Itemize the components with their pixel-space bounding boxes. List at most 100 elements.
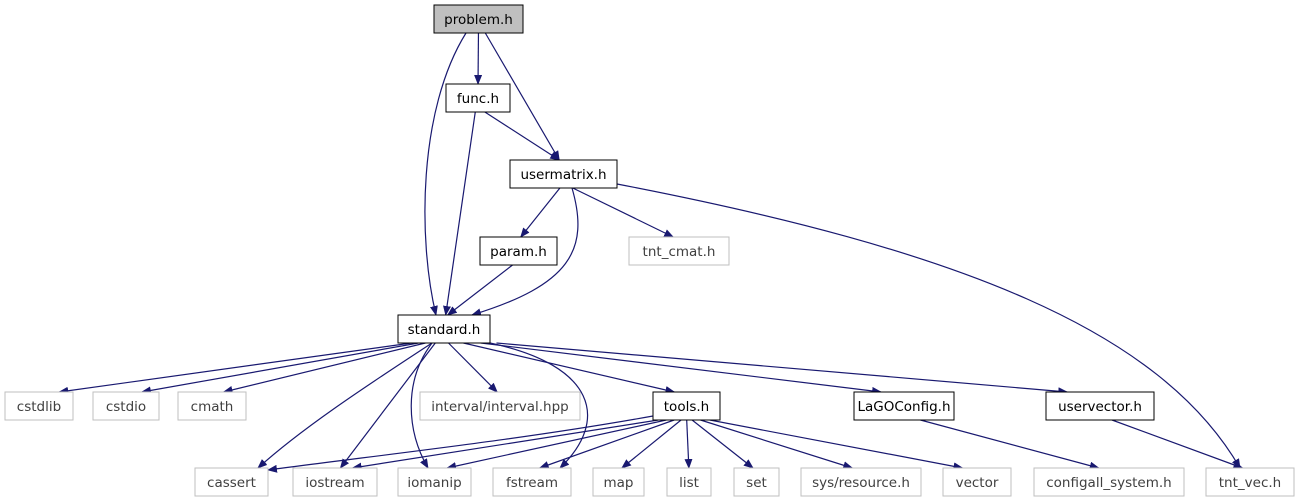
edge-standard-h-to-cstdio — [140, 342, 419, 395]
node-lagoconfig-h[interactable]: LaGOConfig.h — [853, 391, 955, 421]
edge-usermatrix-h-to-tnt-vec-h — [616, 183, 1241, 469]
edge-standard-h-to-uservector-h — [496, 342, 1069, 396]
node-iomanip: iomanip — [397, 467, 472, 497]
node-label: param.h — [490, 244, 547, 260]
node-box — [652, 391, 721, 421]
edge-standard-h-to-lagoconfig-h — [480, 342, 882, 395]
node-label: interval/interval.hpp — [431, 399, 568, 415]
edge-problem-h-to-standard-h — [424, 32, 467, 316]
node-box — [1033, 467, 1185, 497]
node-box — [433, 4, 524, 34]
node-vector: vector — [942, 467, 1012, 497]
edge-tools-h-to-set — [691, 419, 754, 469]
node-box — [397, 467, 472, 497]
node-list: list — [666, 467, 712, 497]
edge-tools-h-to-cassert — [267, 415, 654, 473]
node-box — [666, 467, 712, 497]
edge-tools-h-to-iostream — [351, 419, 659, 471]
edge-func-h-to-standard-h — [443, 111, 476, 316]
node-uservector-h[interactable]: uservector.h — [1045, 391, 1155, 421]
edge-standard-h-to-cstdlib — [58, 342, 412, 395]
node-box — [177, 391, 247, 421]
node-box — [479, 236, 558, 266]
edge-lagoconfig-h-to-configall-system-h — [920, 419, 1100, 470]
edge-standard-h-to-cmath — [222, 342, 426, 394]
node-iostream: iostream — [292, 467, 378, 497]
edge-tools-h-to-iomanip — [446, 419, 667, 470]
node-label: iomanip — [407, 475, 461, 491]
node-box — [733, 467, 780, 497]
node-label: cassert — [207, 475, 256, 491]
node-box — [800, 467, 922, 497]
node-label: iostream — [305, 475, 364, 491]
node-label: usermatrix.h — [520, 167, 606, 183]
node-box — [628, 236, 730, 266]
node-box — [92, 391, 160, 421]
node-problem-h[interactable]: problem.h — [433, 4, 524, 34]
edge-tools-h-to-map — [621, 419, 682, 469]
node-cmath: cmath — [177, 391, 247, 421]
edge-usermatrix-h-to-standard-h — [471, 187, 579, 317]
node-label: tnt_vec.h — [1219, 475, 1281, 491]
node-label: cstdio — [106, 399, 146, 415]
edge-standard-h-to-iomanip — [410, 342, 433, 469]
node-label: list — [679, 475, 699, 491]
node-cassert: cassert — [194, 467, 269, 497]
edge-problem-h-to-usermatrix-h — [484, 32, 560, 161]
node-standard-h[interactable]: standard.h — [397, 314, 491, 344]
node-box — [445, 83, 511, 113]
node-box — [592, 467, 645, 497]
node-tnt-vec-h: tnt_vec.h — [1205, 467, 1295, 497]
node-sys-resource-h: sys/resource.h — [800, 467, 922, 497]
edge-standard-h-to-tools-h — [463, 342, 676, 394]
edge-tools-h-to-vector — [709, 419, 964, 471]
edge-tools-h-to-list — [684, 419, 693, 469]
node-label: uservector.h — [1058, 399, 1142, 415]
edge-tools-h-to-sys-resource-h — [700, 419, 854, 470]
edge-standard-h-to-fstream — [489, 342, 589, 469]
node-tnt-cmat-h: tnt_cmat.h — [628, 236, 730, 266]
node-label: vector — [956, 475, 999, 491]
node-box — [4, 391, 74, 421]
node-box — [492, 467, 572, 497]
edge-func-h-to-usermatrix-h — [484, 111, 561, 161]
node-label: problem.h — [444, 12, 513, 28]
nodes-layer: problem.h func.h usermatrix.h param.h tnt_cm… — [4, 4, 1295, 497]
node-label: configall_system.h — [1046, 475, 1172, 491]
node-box — [397, 314, 491, 344]
edge-usermatrix-h-to-tnt-cmat-h — [572, 187, 675, 238]
node-box — [509, 159, 618, 189]
node-box — [853, 391, 955, 421]
edges-layer — [58, 32, 1244, 473]
node-func-h[interactable]: func.h — [445, 83, 511, 113]
node-label: set — [746, 475, 767, 491]
edge-usermatrix-h-to-param-h — [520, 187, 561, 238]
node-box — [1045, 391, 1155, 421]
node-cstdlib: cstdlib — [4, 391, 74, 421]
edge-tools-h-to-fstream — [538, 419, 675, 469]
node-box — [1205, 467, 1295, 497]
node-usermatrix-h[interactable]: usermatrix.h — [509, 159, 618, 189]
edge-param-h-to-standard-h — [446, 264, 513, 316]
node-interval-hpp: interval/interval.hpp — [419, 391, 581, 421]
node-label: sys/resource.h — [812, 475, 910, 491]
node-label: LaGOConfig.h — [857, 399, 950, 415]
node-label: cmath — [191, 399, 234, 415]
node-box — [292, 467, 378, 497]
edge-standard-h-to-cassert — [257, 342, 433, 469]
node-tools-h[interactable]: tools.h — [652, 391, 721, 421]
node-label: tools.h — [664, 399, 709, 415]
node-label: map — [604, 475, 634, 491]
node-label: func.h — [457, 91, 499, 107]
node-label: standard.h — [408, 322, 481, 338]
node-cstdio: cstdio — [92, 391, 160, 421]
node-param-h[interactable]: param.h — [479, 236, 558, 266]
node-label: cstdlib — [17, 399, 61, 415]
node-box — [419, 391, 581, 421]
node-label: tnt_cmat.h — [643, 244, 716, 260]
node-configall-system-h: configall_system.h — [1033, 467, 1185, 497]
edge-standard-h-to-interval-hpp — [448, 342, 498, 393]
edge-uservector-h-to-tnt-vec-h — [1111, 419, 1244, 469]
node-map: map — [592, 467, 645, 497]
